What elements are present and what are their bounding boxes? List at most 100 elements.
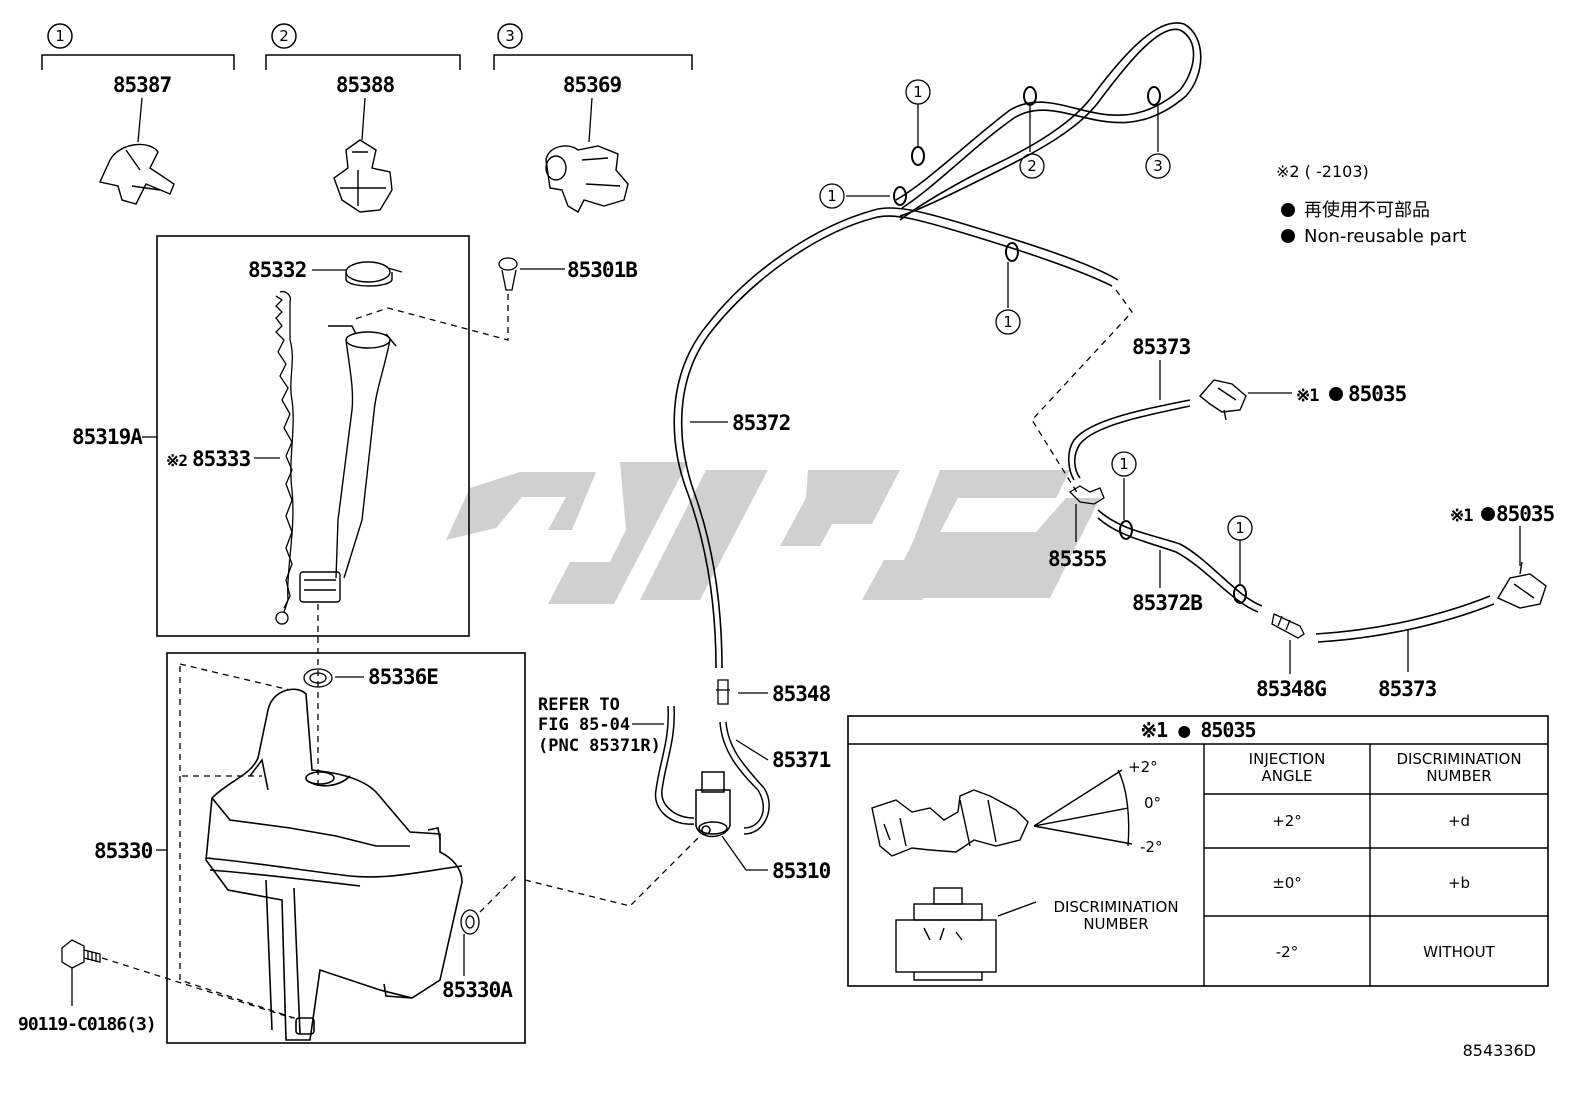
part-85301B-label: 85301B	[567, 258, 637, 282]
legend-note-2: ※2 ( -2103)	[1276, 162, 1369, 181]
nozzle-front-illustration	[895, 887, 1037, 981]
callout-circle	[271, 23, 297, 49]
angle-mark-plus2: +2°	[1128, 758, 1158, 776]
part-85348G-label: 85348G	[1256, 677, 1326, 701]
washer-tank-icon	[205, 688, 463, 1041]
dashed-leader	[479, 873, 519, 913]
refer-line-2: FIG 85-04	[538, 715, 630, 735]
table-header-number-2: NUMBER	[1426, 767, 1491, 785]
part-85035-top-mark: ※1	[1296, 386, 1319, 406]
table-header-angle-2: ANGLE	[1262, 767, 1313, 785]
injection-angle-table	[847, 715, 1549, 987]
refer-line-1: REFER TO	[538, 695, 620, 715]
clip-group-1: 1 85387	[41, 23, 235, 205]
table-cell-angle: ±0°	[1272, 874, 1302, 892]
connector-85348G-icon	[1271, 613, 1305, 639]
watermark-logo	[446, 462, 1100, 604]
dashed-leader	[101, 957, 293, 1019]
part-85373-bottom-label: 85373	[1378, 677, 1437, 701]
clip-85355-icon	[1068, 485, 1105, 505]
hose-callouts	[1111, 451, 1253, 584]
part-85372B-label: 85372B	[1132, 591, 1202, 615]
table-title: ※1 ● 85035	[1140, 718, 1255, 742]
part-85330-label: 85330	[94, 839, 153, 863]
strap-85333-icon	[275, 290, 294, 625]
part-85333-label: 85333	[192, 447, 251, 471]
callout-number: 1	[55, 27, 65, 45]
clip-85301B-icon	[498, 257, 518, 291]
part-85348-label: 85348	[772, 682, 831, 706]
table-cell-angle: -2°	[1276, 943, 1298, 961]
dashed-leader	[524, 837, 699, 907]
dashed-leader	[179, 663, 291, 691]
pump-85310-icon	[695, 771, 731, 838]
hose-callout-number: 1	[1235, 519, 1245, 537]
hose-callout-number: 1	[1119, 455, 1129, 473]
filler-assembly-box	[156, 235, 470, 637]
part-85355-label: 85355	[1048, 547, 1107, 571]
bolt-90119-icon	[61, 939, 101, 969]
nozzle-angle-illustration	[871, 769, 1133, 857]
table-cell-angle: +2°	[1272, 812, 1302, 830]
callout-number: 3	[505, 27, 515, 45]
hose-callouts	[819, 79, 1171, 335]
filler-neck-icon	[299, 325, 397, 603]
part-85372-label: 85372	[732, 411, 790, 435]
figure-code: 854336D	[1463, 1041, 1536, 1060]
bracket	[265, 54, 461, 70]
refer-line-3: (PNC 85371R)	[538, 736, 661, 756]
legend-dot-jp: 再使用不可部品	[1304, 200, 1430, 221]
part-85373-top-label: 85373	[1132, 335, 1191, 359]
pump-hose-icon	[654, 705, 770, 835]
hose-85373-top	[1067, 399, 1191, 481]
hose-callout-number: 3	[1153, 157, 1163, 175]
part-85035-right-label: 85035	[1496, 502, 1555, 526]
part-number: 85388	[336, 73, 395, 97]
clip-icon	[545, 145, 629, 213]
grommet-85330A-icon	[460, 909, 480, 935]
hose-callout-number: 2	[1027, 157, 1037, 175]
callout-number: 2	[279, 27, 289, 45]
part-number: 85387	[113, 73, 172, 97]
clip-group-3: 3 85369	[493, 23, 693, 213]
table-cell-number: +b	[1448, 874, 1470, 892]
clip-icon	[99, 143, 175, 205]
seal-85336E-icon	[303, 668, 333, 688]
disc-number-label-1: DISCRIMINATION	[1053, 898, 1178, 916]
legend-dot-en: Non-reusable part	[1304, 226, 1466, 247]
tank-assembly-box	[166, 652, 526, 1044]
legend-dot	[1281, 203, 1295, 217]
part-85319A-label: 85319A	[72, 425, 143, 449]
dashed-leader	[351, 294, 509, 341]
clip-group-2: 2 85388	[265, 23, 461, 213]
clip-icon	[333, 139, 393, 213]
callout-circle	[497, 23, 523, 49]
hose-callout-number: 1	[913, 83, 923, 101]
filler-cap-icon	[345, 261, 403, 287]
hose-callout-number: 1	[827, 187, 837, 205]
callout-circle	[47, 23, 73, 49]
bracket	[493, 54, 693, 70]
nozzle-85035-top-icon	[1198, 379, 1247, 421]
non-reusable-dot	[1481, 507, 1495, 521]
part-85371-label: 85371	[772, 748, 831, 772]
table-cell-number: WITHOUT	[1423, 943, 1495, 961]
non-reusable-dot	[1329, 387, 1343, 401]
part-85035-right-mark: ※1	[1450, 506, 1473, 526]
disc-number-label-2: NUMBER	[1083, 915, 1148, 933]
table-cell-number: +d	[1448, 812, 1470, 830]
part-85333-mark: ※2	[166, 451, 187, 470]
part-85035-top-label: 85035	[1348, 382, 1407, 406]
part-number: 85369	[563, 73, 622, 97]
connector-85348-icon	[716, 679, 730, 705]
angle-mark-zero: 0°	[1144, 794, 1161, 812]
table-header-number-1: DISCRIMINATION	[1396, 750, 1521, 768]
part-85330A-label: 85330A	[442, 978, 513, 1002]
hose-clamps	[1119, 520, 1247, 604]
angle-mark-minus2: -2°	[1140, 838, 1162, 856]
part-85336E-label: 85336E	[368, 665, 438, 689]
dashed-leader	[1031, 289, 1133, 495]
bracket	[41, 54, 235, 70]
legend-dot	[1281, 229, 1295, 243]
